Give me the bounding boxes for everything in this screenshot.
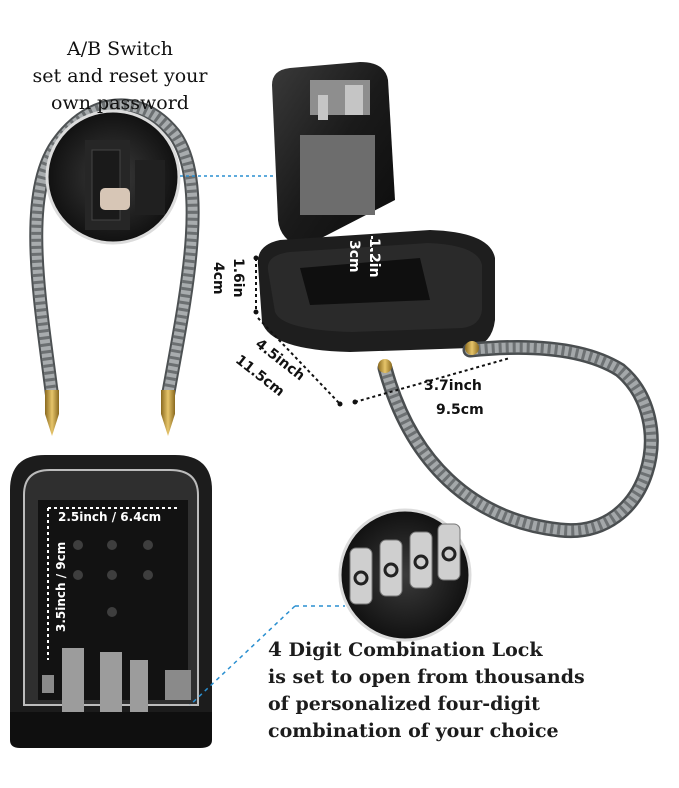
- width-cm-label: 9.5cm: [436, 402, 484, 418]
- dimension-lines: [253, 236, 511, 407]
- loose-cable: [29, 98, 200, 436]
- combination-callout: 4 Digit Combination Lock is set to open …: [268, 636, 678, 745]
- inner-depth-cm-label: 3cm: [346, 240, 362, 273]
- height-cm-label: 4cm: [210, 262, 226, 295]
- lock-box-front: [10, 455, 212, 748]
- combination-line1: 4 Digit Combination Lock: [268, 636, 678, 664]
- combination-zoom: [338, 508, 472, 642]
- lock-box-open: [257, 62, 659, 538]
- combination-line2: is set to open from thousands: [268, 666, 585, 688]
- ab-switch-zoom: [45, 109, 181, 245]
- ab-switch-callout: A/B Switch set and reset your own passwo…: [20, 36, 220, 117]
- width-in-label: 3.7inch: [424, 378, 482, 394]
- ab-switch-line3: own password: [51, 92, 189, 114]
- ab-switch-line2: set and reset your: [32, 65, 208, 87]
- inner-depth-in-label: 1.2in: [366, 238, 382, 278]
- combination-title: Digit Combination Lock: [288, 639, 543, 661]
- combination-digit-count: 4: [268, 637, 282, 661]
- inner-width-label: 2.5inch / 6.4cm: [58, 510, 162, 524]
- inner-height-label: 3.5inch / 9cm: [54, 541, 68, 632]
- combination-line3: of personalized four-digit: [268, 693, 540, 715]
- height-in-label: 1.6in: [230, 258, 246, 298]
- ab-switch-title: A/B Switch: [67, 38, 173, 60]
- combination-line4: combination of your choice: [268, 720, 559, 742]
